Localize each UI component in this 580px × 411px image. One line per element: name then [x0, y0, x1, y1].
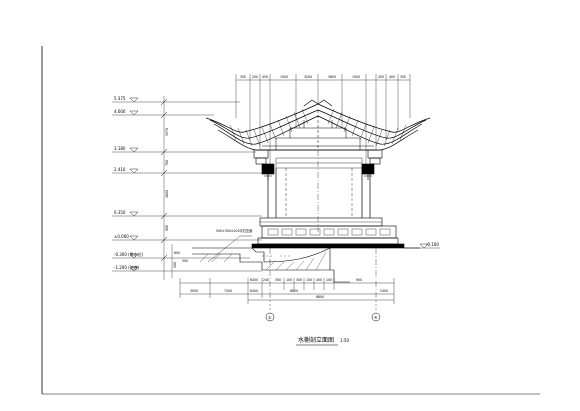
left-level-0: 600	[174, 251, 180, 255]
overall-dim: 6800	[316, 295, 324, 299]
bottom-dim-r1-6: 400	[316, 278, 322, 282]
railing-platform	[251, 217, 405, 249]
height-dim-1: 780	[165, 160, 169, 166]
top-dim-2: 450	[262, 75, 268, 79]
roof-truss	[262, 110, 374, 151]
right-level-label: -0.100	[426, 242, 439, 247]
level-label-4: 0.350	[114, 210, 126, 215]
top-dim-3: 1900	[280, 75, 288, 79]
bottom-dim-r1-1: 240	[263, 278, 269, 282]
level-lines	[112, 96, 440, 280]
bottom-dimension-labels: 6400 240 300 100 300 100 400 100 900 300…	[190, 278, 388, 299]
top-dimension-labels: 350 200 450 1900 3200 3600 1900 450 400 …	[240, 75, 406, 79]
bottom-dim-r1-4: 300	[296, 278, 302, 282]
bottom-dim-r1-5: 100	[306, 278, 312, 282]
height-dim-3: 900	[165, 225, 169, 231]
drawing-scale: 1:50	[340, 338, 349, 343]
bottom-dim-r1-0: 6400	[250, 278, 258, 282]
roof-rafters	[229, 108, 407, 147]
top-dimension-lines	[235, 74, 411, 168]
bottom-dim-r1-8: 900	[356, 278, 362, 282]
bottom-dim-r2-4: 2400	[380, 289, 388, 293]
left-level-1: 300	[182, 259, 188, 263]
height-dim-0: 1970	[165, 128, 169, 136]
height-dimension-labels: 1970 780 1600 900 100 600 300	[165, 128, 188, 268]
top-dim-4: 3200	[304, 75, 312, 79]
level-label-5: ±0.000	[114, 234, 129, 239]
top-dim-0: 350	[240, 75, 246, 79]
bottom-dim-r1-7: 100	[326, 278, 332, 282]
sheet-frame	[41, 46, 540, 395]
bottom-dim-r2-2: 6400	[250, 289, 258, 293]
columns	[267, 150, 371, 232]
level-labels: 5.375 4.600 3.180 2.410 0.350 ±0.000 -0.…	[114, 96, 439, 270]
top-dim-6: 1900	[352, 75, 360, 79]
level-label-6: -0.300 (常水位)	[114, 251, 144, 257]
height-dim-4: 100	[173, 262, 177, 268]
top-dim-7: 450	[378, 75, 384, 79]
bottom-dim-r2-3: 6800	[290, 289, 298, 293]
level-label-1: 4.600	[114, 109, 126, 114]
bottom-dim-r1-2: 300	[275, 278, 281, 282]
top-dim-8: 400	[389, 75, 395, 79]
level-label-3: 2.410	[114, 167, 126, 172]
top-dim-9: 350	[400, 75, 406, 79]
height-dim-2: 1600	[165, 190, 169, 198]
foundation	[192, 235, 420, 296]
level-markers	[129, 97, 429, 272]
top-dim-1: 200	[252, 75, 258, 79]
axis-bubbles	[265, 312, 381, 322]
bottom-dim-r2-1: 7200	[224, 289, 232, 293]
height-ticks	[160, 98, 168, 262]
axis-label-4: ④	[374, 315, 378, 320]
top-dim-5: 3600	[328, 75, 336, 79]
bottom-dim-r2-0: 3000	[190, 289, 198, 293]
lattice-beam	[275, 157, 363, 169]
level-label-2: 3.180	[114, 146, 126, 151]
bottom-dim-r1-3: 100	[286, 278, 292, 282]
material-note: 500×300×200青石压面	[216, 228, 252, 233]
bottom-dimension-lines	[179, 278, 395, 312]
level-label-0: 5.375	[114, 96, 126, 101]
roof	[205, 99, 431, 180]
axis-label-1: ①	[268, 315, 272, 320]
drawing-title: 水榭剖立面图	[298, 336, 334, 344]
level-label-7: -1.200 (池底)	[114, 264, 140, 270]
